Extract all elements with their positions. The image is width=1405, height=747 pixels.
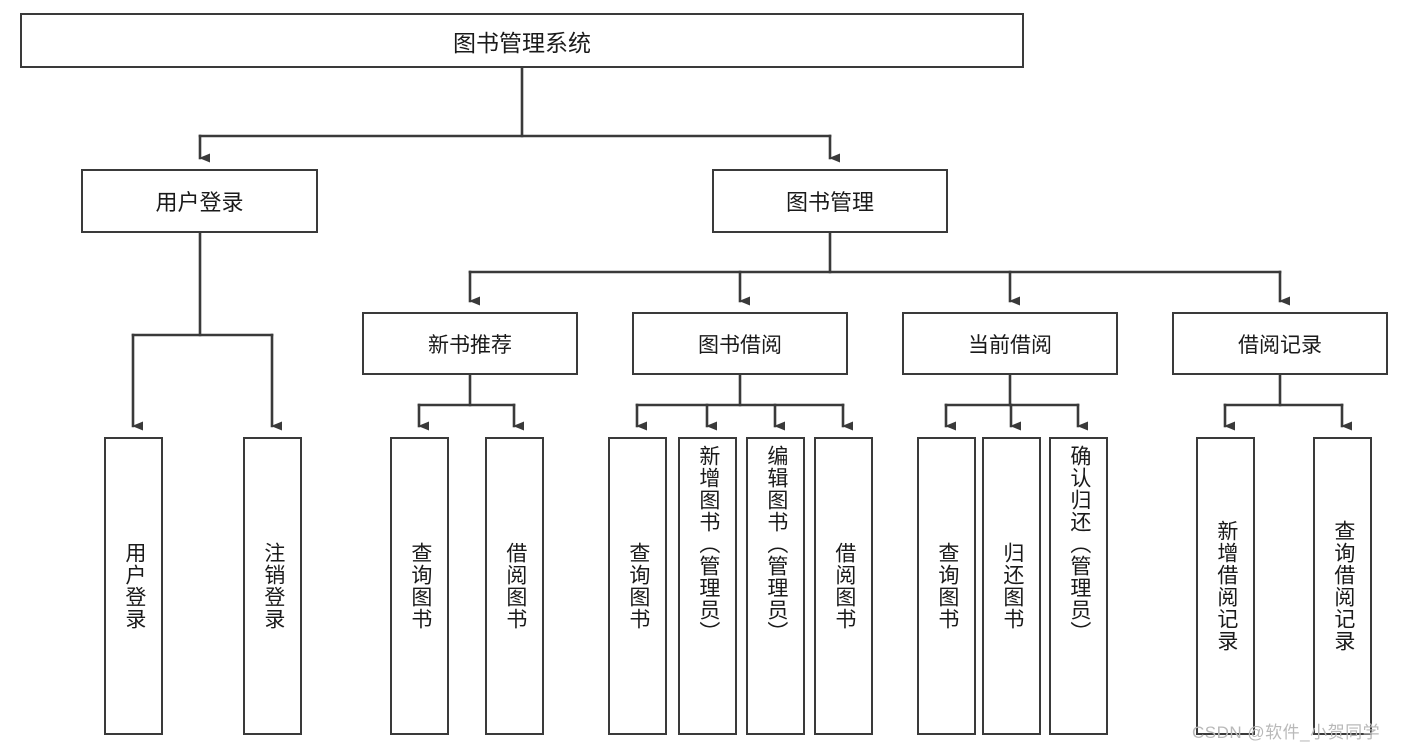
- node-leaf-borrow-book-1[interactable]: 借阅图书: [485, 437, 544, 735]
- node-book-manage[interactable]: 图书管理: [712, 169, 948, 233]
- node-borrow-record[interactable]: 借阅记录: [1172, 312, 1388, 375]
- node-leaf-confirm-return[interactable]: 确认归还（管理员）: [1049, 437, 1108, 735]
- node-user-login[interactable]: 用户登录: [81, 169, 318, 233]
- node-leaf-logout[interactable]: 注销登录: [243, 437, 302, 735]
- node-leaf-query-book-3[interactable]: 查询图书: [917, 437, 976, 735]
- node-leaf-query-record[interactable]: 查询借阅记录: [1313, 437, 1372, 735]
- node-leaf-borrow-book-2[interactable]: 借阅图书: [814, 437, 873, 735]
- node-root[interactable]: 图书管理系统: [20, 13, 1024, 68]
- node-leaf-return-book[interactable]: 归还图书: [982, 437, 1041, 735]
- node-leaf-user-login[interactable]: 用户登录: [104, 437, 163, 735]
- node-current-borrow[interactable]: 当前借阅: [902, 312, 1118, 375]
- node-leaf-query-book-2[interactable]: 查询图书: [608, 437, 667, 735]
- node-leaf-add-record[interactable]: 新增借阅记录: [1196, 437, 1255, 735]
- node-leaf-query-book-1[interactable]: 查询图书: [390, 437, 449, 735]
- node-leaf-add-book[interactable]: 新增图书（管理员）: [678, 437, 737, 735]
- node-book-borrow[interactable]: 图书借阅: [632, 312, 848, 375]
- node-new-book-recommend[interactable]: 新书推荐: [362, 312, 578, 375]
- node-leaf-edit-book[interactable]: 编辑图书（管理员）: [746, 437, 805, 735]
